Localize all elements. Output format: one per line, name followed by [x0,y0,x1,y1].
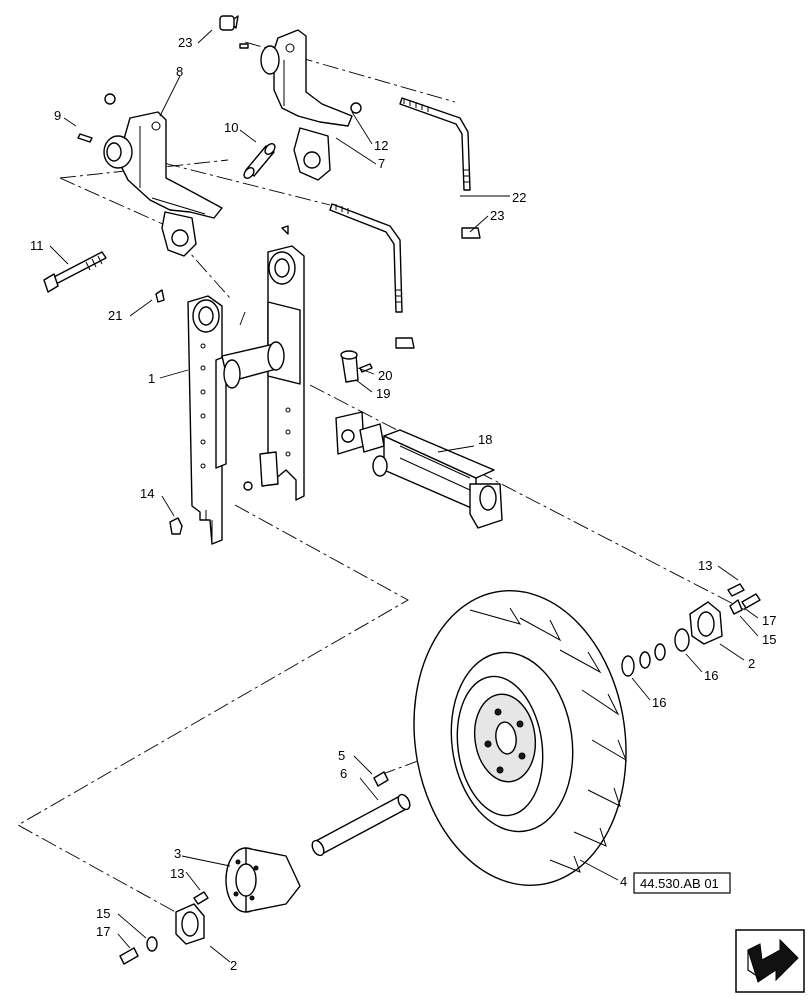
leader-lines [49,29,759,963]
next-page-arrow-icon[interactable] [735,929,805,993]
callout-15-right: 15 [762,632,776,647]
part-22-rods [329,97,481,349]
callout-6: 6 [340,766,347,781]
part-21-pin [155,225,289,303]
part-18-cylinder [335,411,503,529]
part-16-washers [621,628,690,677]
callout-1: 1 [148,371,155,386]
reference-box[interactable]: 44.530.AB 01 [633,872,731,894]
callout-17-right: 17 [762,613,776,628]
part-3-hub [225,847,301,913]
callout-23-right: 23 [490,208,504,223]
part-2-bearing-right [689,599,743,645]
callout-7: 7 [378,156,385,171]
part-10-pin [243,143,276,179]
callout-3: 3 [174,846,181,861]
callout-12: 12 [374,138,388,153]
callout-16-lower: 16 [652,695,666,710]
callout-14: 14 [140,486,154,501]
callouts: 23 8 9 10 12 7 22 23 11 21 1 20 19 18 14… [30,35,776,973]
callout-8: 8 [176,64,183,79]
part-13-17-bolts-right [727,583,761,609]
part-11-bolt [43,251,107,293]
callout-5: 5 [338,748,345,763]
callout-23-top: 23 [178,35,192,50]
callout-2-left: 2 [230,958,237,973]
callout-16-right: 16 [704,668,718,683]
part-15-17-left [119,936,158,965]
callout-11: 11 [30,238,44,253]
part-19-clevis-pin [340,350,373,383]
part-1-arm [187,295,227,545]
callout-13-right: 13 [698,558,712,573]
callout-18: 18 [478,432,492,447]
part-8-bracket [77,93,223,257]
callout-9: 9 [54,108,61,123]
callout-4: 4 [620,874,627,889]
callout-2-right: 2 [748,656,755,671]
callout-10: 10 [224,120,238,135]
callout-15-left: 15 [96,906,110,921]
part-6-axle [311,793,411,857]
callout-21: 21 [108,308,122,323]
part-7-bracket [219,15,362,181]
callout-17-left: 17 [96,924,110,939]
callout-22: 22 [512,190,526,205]
callout-20: 20 [378,368,392,383]
part-5-bolt [373,771,389,787]
part-14-nut [169,517,183,535]
part-4-wheel [413,590,628,886]
part-2-bearing-left [175,891,209,945]
callout-19: 19 [376,386,390,401]
callout-13-left: 13 [170,866,184,881]
reference-label[interactable]: 44.530.AB 01 [640,876,719,891]
part-1-arm-right [221,245,305,501]
